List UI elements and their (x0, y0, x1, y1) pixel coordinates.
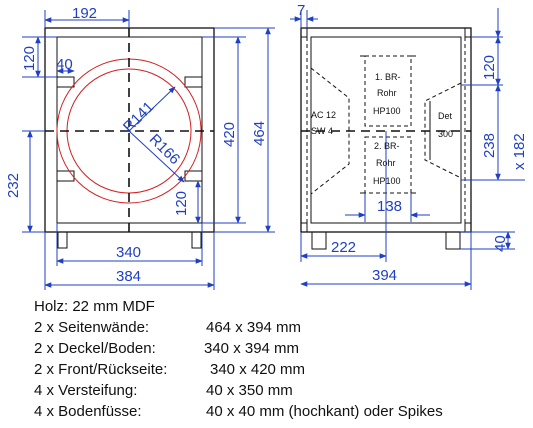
port-top-line-2: Rohr (377, 88, 397, 98)
front-foot-right (191, 231, 202, 249)
port-top (364, 55, 412, 127)
part-size: 340 x 394 mm (204, 340, 300, 357)
dim-bracket: 40 (56, 56, 73, 73)
port-top-line-3: HP100 (373, 106, 401, 116)
part-size: 40 x 40 mm (hochkant) oder Spikes (206, 403, 443, 420)
dim-side-mid-height: 238 (481, 133, 498, 158)
right-driver-line-2: 300 (438, 129, 453, 139)
side-foot-right (445, 231, 461, 250)
side-foot-left (311, 231, 327, 250)
dim-outer-height: 464 (251, 121, 268, 146)
brace-top-left (56, 76, 75, 88)
part-name: 4 x Bodenfüsse: (34, 403, 142, 420)
dim-inner-height: 420 (221, 122, 238, 147)
radius-leader-large (128, 130, 185, 183)
port-bottom-line-1: 2. BR- (374, 141, 400, 151)
part-name: 2 x Seitenwände: (34, 319, 150, 336)
right-driver-line-1: Det (438, 111, 453, 121)
radius-leader-small (128, 86, 176, 132)
dim-outer-width: 384 (116, 268, 141, 285)
dim-port-width: 138 (377, 198, 402, 215)
part-size: 340 x 420 mm (210, 361, 306, 378)
part-name: 4 x Versteifung: (34, 382, 138, 399)
part-size: 40 x 350 mm (206, 382, 293, 399)
radius-small-label: R141 (120, 98, 157, 135)
dim-top-width: 192 (72, 5, 97, 22)
brace-top-right (184, 76, 203, 88)
dim-inner-width: 340 (116, 244, 141, 261)
port-top-line-1: 1. BR- (375, 72, 401, 82)
dim-lower-inner: 120 (173, 191, 190, 216)
dim-wall: 7 (297, 2, 305, 19)
part-size: 464 x 394 mm (206, 319, 302, 336)
port-bottom-line-3: HP100 (373, 176, 401, 186)
left-driver-line-1: AC 12 (311, 110, 336, 120)
brace-bottom-left (56, 170, 75, 182)
side-view: 1. BR- Rohr HP100 2. BR- Rohr HP100 AC 1… (290, 2, 528, 290)
right-driver-outline (424, 82, 462, 179)
part-name: 2 x Front/Rückseite: (34, 361, 168, 378)
dim-foot-height: 40 (492, 235, 509, 252)
dim-side-outer-width: 394 (372, 267, 397, 284)
front-foot-left (57, 231, 68, 249)
dim-side-top-height: 120 (481, 55, 498, 80)
part-name: 2 x Deckel/Boden: (34, 340, 156, 357)
dim-left-height: 232 (5, 173, 22, 198)
left-driver-line-2: SW 4 (311, 126, 333, 136)
port-bottom (364, 136, 412, 194)
dim-top-height: 120 (21, 46, 38, 71)
left-driver-outline (310, 67, 350, 195)
material-label: Holz: 22 mm MDF (34, 298, 155, 315)
radius-large-label: R166 (146, 131, 183, 168)
dim-foot-offset: 222 (331, 239, 356, 256)
dim-side-mid-alt: x 182 (511, 133, 528, 170)
front-view: R141 R166 192 120 40 232 420 464 120 (5, 5, 275, 290)
